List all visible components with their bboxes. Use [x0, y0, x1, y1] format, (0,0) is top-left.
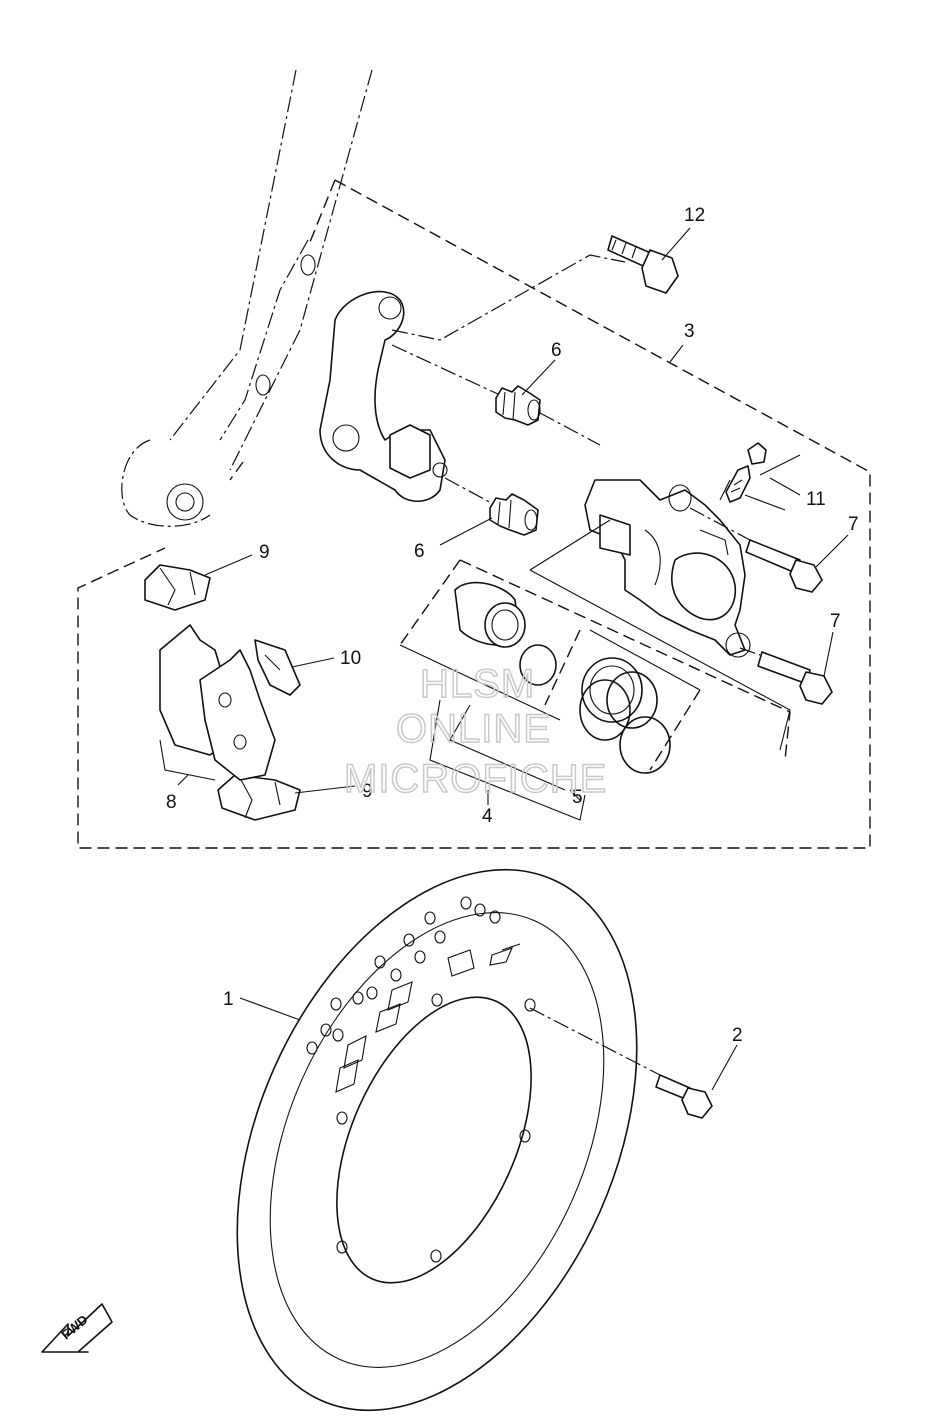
watermark-line-2: ONLINE [396, 707, 551, 751]
callout-4: 4 [482, 806, 493, 827]
callout-11: 11 [806, 489, 826, 510]
bleed-screw-11 [725, 442, 801, 511]
caliper-assembly-box [77, 179, 871, 849]
front-fork-leg [121, 69, 373, 527]
pad-spring-10 [254, 639, 301, 696]
pad-clip-lower [217, 774, 301, 821]
brake-pads [159, 624, 276, 781]
callout-8: 8 [166, 792, 177, 813]
callout-7-upper: 7 [848, 514, 859, 535]
callout-7-lower: 7 [830, 611, 841, 632]
bolt-12 [607, 235, 679, 294]
callout-2: 2 [732, 1025, 743, 1046]
caliper-body [529, 479, 791, 751]
caliper-bracket [319, 254, 626, 503]
brake-disc [236, 868, 638, 1412]
callout-10: 10 [340, 648, 361, 669]
pad-clip-upper [144, 564, 211, 611]
callout-1: 1 [223, 989, 234, 1010]
pin-boot-lower [444, 477, 539, 536]
callout-3: 3 [684, 321, 695, 342]
watermark-line-1: HLSM [420, 662, 535, 706]
bolt-7-upper [689, 507, 823, 593]
callout-9-upper: 9 [259, 542, 270, 563]
callout-9-lower: 9 [362, 781, 373, 802]
pin-boot-upper [391, 344, 601, 446]
forward-direction-arrow: FWD [41, 1303, 113, 1353]
leader-lines [177, 227, 849, 1091]
watermark: HLSM ONLINE MICROFICHE [343, 661, 607, 802]
bolt-7-lower [739, 647, 833, 705]
callout-labels: 12 3 6 6 11 7 7 9 10 9 8 4 5 1 2 [166, 205, 859, 1046]
disc-bolt-2 [529, 1007, 713, 1119]
callout-5: 5 [572, 787, 583, 808]
piston-seal-kit [399, 559, 791, 821]
callout-12: 12 [684, 205, 705, 226]
watermark-line-3: MICROFICHE [344, 757, 607, 801]
callout-6-lower: 6 [414, 541, 425, 562]
callout-6-upper: 6 [551, 340, 562, 361]
